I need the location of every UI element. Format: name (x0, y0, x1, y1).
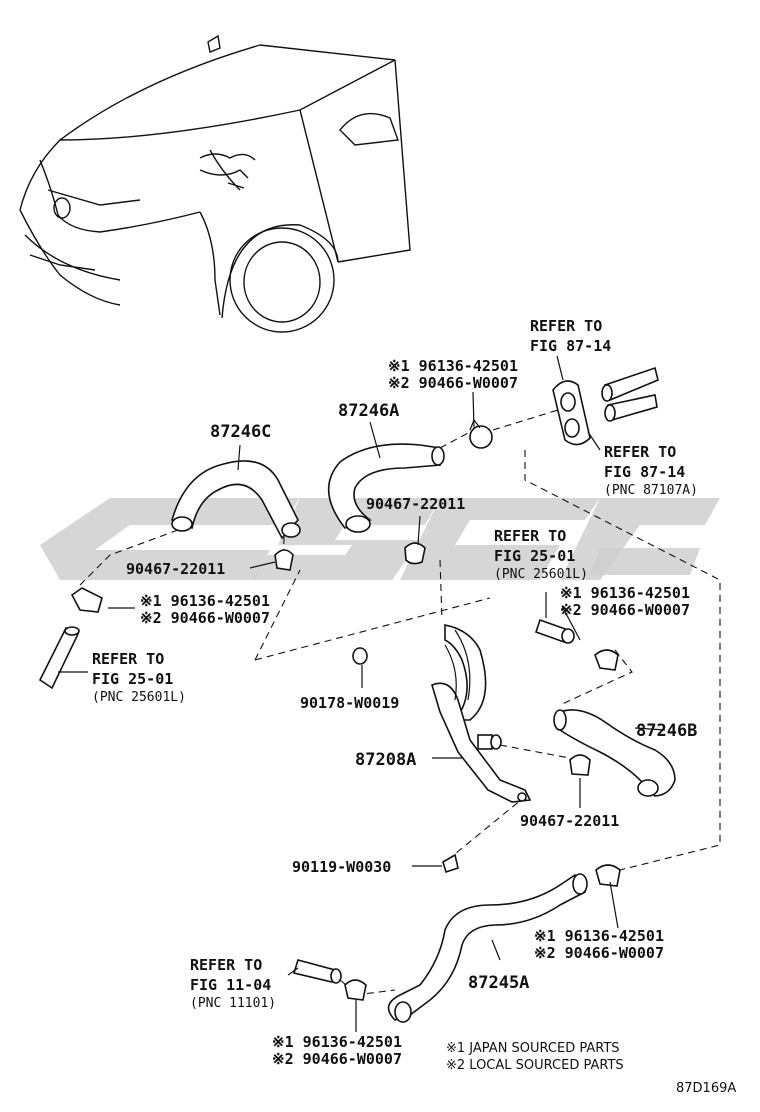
label-ref-25-01-left-line2: FIG 25-01 (92, 670, 173, 688)
pipe-ref-25-01 (534, 618, 575, 644)
label-clamp-center: 90467-22011 (366, 495, 465, 513)
label-ref-25-01-left-line1: REFER TO (92, 650, 164, 668)
hose-87246c[interactable] (171, 460, 301, 540)
label-ref-11-04-line3: (PNC 11101) (190, 996, 276, 1011)
label-ref-87-14-top-line1: REFER TO (530, 317, 602, 335)
label-alt-bottom-1: ※1 96136-42501 (272, 1033, 402, 1051)
clip-left[interactable] (70, 587, 103, 613)
label-87208a: 87208A (355, 750, 416, 770)
hose-87245a[interactable] (387, 873, 588, 1023)
hose-87246a[interactable] (327, 443, 445, 533)
pipe-ref-11-04 (292, 959, 342, 984)
dashed-leaders (79, 409, 721, 996)
legend-local-sourced: ※2 LOCAL SOURCED PARTS (446, 1058, 624, 1073)
label-87246a: 87246A (338, 401, 399, 421)
label-ref-87-14-right-line1: REFER TO (604, 443, 676, 461)
label-ref-87-14-right-line3: (PNC 87107A) (604, 483, 698, 498)
car-illustration (19, 34, 411, 333)
label-nut: 90178-W0019 (300, 694, 399, 712)
pipe-assembly-87208a[interactable] (431, 624, 532, 803)
label-ref-87-14-right-line2: FIG 87-14 (604, 463, 685, 481)
label-alt-left-1: ※1 96136-42501 (140, 592, 270, 610)
label-alt-bottom-2: ※2 90466-W0007 (272, 1050, 402, 1068)
clip-right[interactable] (594, 649, 619, 671)
bolt-90119[interactable] (442, 853, 459, 874)
clamp-center[interactable] (404, 542, 426, 565)
label-alt-top-1: ※1 96136-42501 (388, 357, 518, 375)
label-87245a: 87245A (468, 973, 529, 993)
label-alt-lowright-1: ※1 96136-42501 (534, 927, 664, 945)
label-ref-11-04-line1: REFER TO (190, 956, 262, 974)
label-ref-87-14-top-line2: FIG 87-14 (530, 337, 611, 355)
label-alt-lowright-2: ※2 90466-W0007 (534, 944, 664, 962)
clip-lower-right[interactable] (595, 864, 621, 887)
figure-code: 87D169A (676, 1081, 736, 1096)
label-alt-right-2: ※2 90466-W0007 (560, 601, 690, 619)
label-clamp-lower-right: 90467-22011 (520, 812, 619, 830)
label-87246c: 87246C (210, 422, 271, 442)
clip-bottom[interactable] (344, 979, 367, 1001)
label-ref-25-01-left-line3: (PNC 25601L) (92, 690, 186, 705)
clamp-lower-right[interactable] (569, 754, 591, 776)
label-leaders (58, 355, 666, 1032)
label-ref-25-01-mid-line1: REFER TO (494, 527, 566, 545)
label-ref-25-01-mid-line3: (PNC 25601L) (494, 567, 588, 582)
label-alt-top-2: ※2 90466-W0007 (388, 374, 518, 392)
label-alt-left-2: ※2 90466-W0007 (140, 609, 270, 627)
pipes-87-14 (601, 366, 659, 422)
label-ref-25-01-mid-line2: FIG 25-01 (494, 547, 575, 565)
nut-90178[interactable] (352, 647, 368, 665)
hose-87246b[interactable] (553, 709, 676, 797)
clamp-left[interactable] (274, 549, 294, 571)
label-87246b: 87246B (636, 721, 697, 741)
label-bolt: 90119-W0030 (292, 858, 391, 876)
legend-japan-sourced: ※1 JAPAN SOURCED PARTS (446, 1041, 620, 1056)
pipe-left (38, 626, 80, 690)
label-alt-right-1: ※1 96136-42501 (560, 584, 690, 602)
grommet-87-14[interactable] (552, 380, 591, 446)
label-clamp-left: 90467-22011 (126, 560, 225, 578)
label-ref-11-04-line2: FIG 11-04 (190, 976, 271, 994)
